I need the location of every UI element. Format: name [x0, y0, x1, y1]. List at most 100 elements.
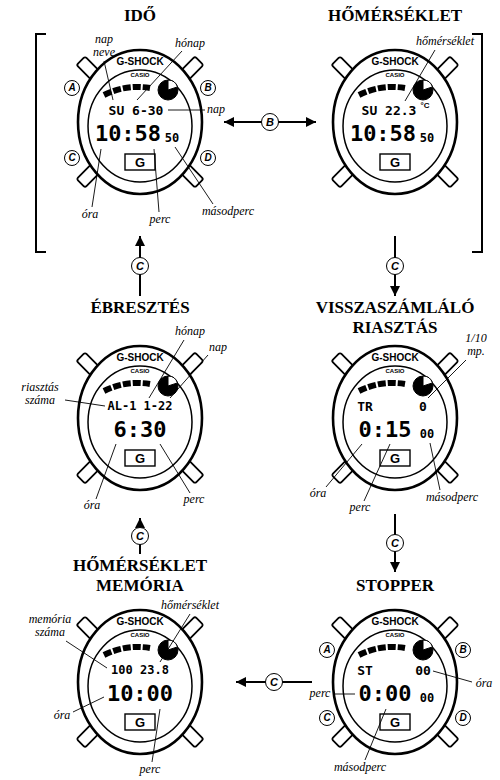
mode-title: STOPPER	[312, 576, 478, 596]
leader-line	[160, 444, 190, 493]
callout-label: hőmérséklet	[161, 599, 219, 612]
lcd-seconds: 00	[420, 428, 434, 440]
mode-title: IDŐ	[56, 6, 224, 26]
callout-label: perc	[350, 501, 371, 514]
button-letter: D	[455, 710, 471, 726]
leader-line	[364, 444, 390, 501]
callout-label: óra	[84, 499, 101, 512]
lcd-digits: 10:58	[350, 123, 416, 145]
button-letter: A	[319, 642, 335, 658]
callout-label: másodperc	[334, 761, 386, 774]
brand-text: CASIO	[130, 72, 149, 78]
button-letter: A	[64, 80, 80, 96]
brand-text: G-SHOCK	[116, 57, 163, 67]
leader-line	[160, 614, 190, 662]
lcd-digits: 6:30	[114, 419, 167, 441]
brand-text: G-SHOCK	[116, 617, 163, 627]
lcd-text: AL-1 1-22	[107, 400, 172, 412]
brand-text: G-SHOCK	[371, 57, 418, 67]
logo-letter: G	[390, 716, 400, 729]
watch-illustration	[77, 610, 204, 754]
callout-label: másodperc	[426, 491, 478, 504]
brand-text: CASIO	[385, 72, 404, 78]
leader-line	[154, 149, 159, 212]
callout-label: perc	[184, 493, 205, 506]
callout-label: óra	[82, 208, 99, 221]
mode-panel: HŐMÉRSÉKLET MEMÓRIAG-SHOCKCASIO100 23.81…	[44, 554, 236, 760]
leader-line	[168, 110, 205, 111]
lcd-seconds: 50	[165, 132, 179, 144]
button-letter: B	[455, 642, 471, 658]
leader-line	[428, 360, 466, 398]
callout-label: perc	[310, 687, 331, 700]
callout-label: óra	[54, 709, 71, 722]
callout-label: óra	[476, 677, 493, 690]
watch-illustration	[77, 346, 204, 490]
callout-label: riasztás száma	[17, 381, 63, 407]
button-letter: B	[200, 80, 216, 96]
button-letter: C	[64, 150, 80, 166]
button-label: C	[131, 527, 149, 545]
callout-label: hőmérséklet	[416, 35, 474, 48]
button-label: B	[261, 113, 279, 131]
lcd-digits: 0:15	[359, 419, 412, 441]
bracket	[472, 34, 482, 252]
mode-title: VISSZASZÁMLÁLÓ RIASZTÁS	[304, 298, 486, 337]
callout-label: perc	[140, 763, 161, 776]
leader-line	[433, 671, 472, 682]
lcd-text: SU 22.3	[362, 104, 417, 117]
watch-illustration	[77, 50, 204, 194]
mode-title: HŐMÉRSÉKLET MEMÓRIA	[44, 556, 236, 595]
button-letter: C	[319, 710, 335, 726]
mode-panel: ÉBRESZTÉS G-SHOCK CASIO AL-1 1-22 6:30G	[44, 296, 236, 518]
button-label: C	[386, 257, 404, 275]
lcd-seconds: 50	[420, 132, 434, 144]
watch-illustration	[332, 50, 459, 194]
lcd-seconds: 00	[420, 692, 434, 704]
watch-illustration	[332, 346, 459, 490]
mode-panel: STOPPERG-SHOCKCASIOST000:0000G	[312, 572, 478, 760]
callout-label: 1/10 mp.	[462, 332, 490, 358]
leader-line	[65, 400, 105, 406]
lcd-text: ST	[357, 664, 373, 677]
lcd-text: SU 6-30	[109, 104, 164, 117]
logo-letter: G	[390, 452, 400, 465]
callout-label: nap neve	[89, 33, 119, 59]
leader-line	[92, 149, 101, 207]
lcd-text: 100 23.8	[111, 664, 169, 676]
leader-line	[170, 355, 208, 398]
callout-label: óra	[310, 487, 327, 500]
logo-letter: G	[135, 716, 145, 729]
leader-line	[430, 443, 440, 490]
leader-line	[96, 444, 116, 499]
lcd-text: 00	[415, 664, 431, 677]
callout-label: perc	[150, 213, 171, 226]
callout-label: hónap	[175, 37, 205, 50]
brand-text: CASIO	[130, 368, 149, 374]
brand-text: CASIO	[385, 368, 404, 374]
leader-line	[66, 641, 107, 668]
logo-letter: G	[135, 156, 145, 169]
leader-line	[149, 340, 184, 398]
lcd-text: TR	[357, 400, 373, 413]
callout-label: hónap	[175, 325, 205, 338]
brand-text: CASIO	[385, 632, 404, 638]
callout-label: nap	[207, 103, 225, 116]
leader-line	[326, 444, 362, 487]
button-label: C	[386, 534, 404, 552]
lcd-digits: 10:58	[95, 123, 161, 145]
brand-text: G-SHOCK	[116, 353, 163, 363]
logo-letter: G	[135, 452, 145, 465]
leader-line	[73, 697, 104, 712]
leader-line	[152, 709, 160, 762]
mode-panel: VISSZASZÁMLÁLÓ RIASZTÁSG-SHOCKCASIOTR00:…	[304, 296, 486, 514]
button-label: C	[265, 673, 283, 691]
callout-label: memória száma	[26, 613, 74, 639]
callout-label: nap	[209, 341, 227, 354]
leader-line	[334, 694, 355, 695]
mode-title: HŐMÉRSÉKLET	[316, 6, 474, 26]
brand-text: CASIO	[130, 632, 149, 638]
mode-title: ÉBRESZTÉS	[44, 298, 236, 318]
brand-text: G-SHOCK	[371, 353, 418, 363]
button-letter: D	[200, 150, 216, 166]
